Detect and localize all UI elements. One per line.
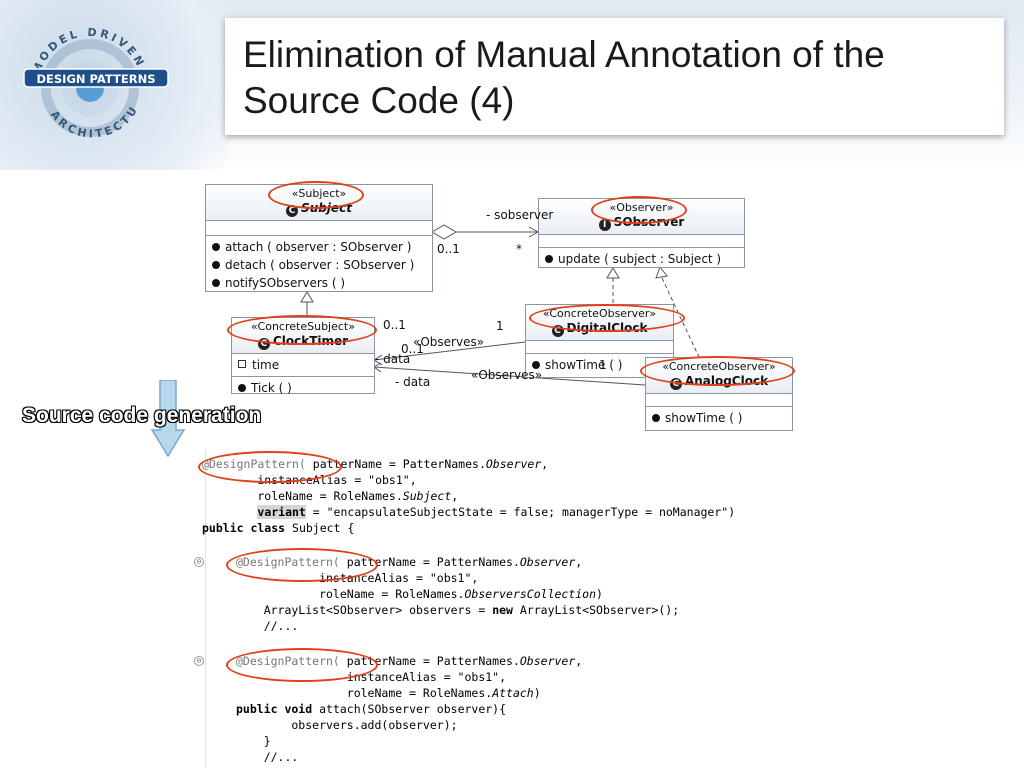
- interface-icon: I: [598, 219, 611, 231]
- annotation-highlight-oval: [226, 548, 378, 582]
- source-code-generation-label: Source code generation: [22, 404, 262, 427]
- digitalclock-op: showTime ( ): [545, 358, 623, 372]
- analogclock-op: showTime ( ): [665, 411, 743, 425]
- public-method-icon: [238, 384, 246, 392]
- stereotype-highlight-oval: [529, 304, 685, 332]
- aggregation-diamond-icon: [431, 224, 457, 240]
- generated-source-code: @DesignPattern( patterName = PatterNames…: [192, 450, 892, 768]
- data-role-label: - data: [395, 375, 431, 389]
- data-role-label: - data: [375, 352, 411, 366]
- sobserver-role-label: - sobserver: [486, 208, 554, 222]
- subject-op: attach ( observer : SObserver ): [225, 240, 412, 254]
- multiplicity-label: *: [516, 242, 522, 256]
- public-method-icon: [532, 361, 540, 369]
- logo-banner-text: DESIGN PATTERNS: [37, 72, 156, 86]
- annotation-highlight-oval: [198, 451, 342, 483]
- observes-label: «Observes»: [413, 335, 485, 349]
- generation-arrow-icon: [150, 380, 186, 458]
- subject-op: notifySObservers ( ): [225, 276, 346, 290]
- stereotype-highlight-oval: [591, 196, 687, 224]
- editor-gutter: [205, 450, 206, 768]
- multiplicity-label: 0..1: [383, 318, 406, 332]
- multiplicity-label: 0..1: [401, 342, 424, 356]
- code-line: public class Subject {: [202, 521, 355, 535]
- stereotype-highlight-oval: [227, 315, 377, 345]
- title-panel: Elimination of Manual Annotation of the …: [225, 18, 1004, 135]
- multiplicity-label: 1: [599, 358, 607, 372]
- code-line: roleName = RoleNames.Attach): [236, 686, 541, 700]
- public-method-icon: [545, 255, 553, 263]
- clocktimer-op: Tick ( ): [251, 381, 292, 395]
- code-line: roleName = RoleNames.ObserversCollection…: [236, 587, 603, 601]
- multiplicity-label: 1: [496, 319, 504, 333]
- private-attribute-icon: [238, 360, 246, 368]
- code-line: ArrayList<SObserver> observers = new Arr…: [236, 603, 680, 617]
- realization-triangle-icon: [606, 267, 620, 279]
- association-digitalclock-clocktimer: [373, 341, 526, 361]
- class-icon: C: [286, 205, 299, 217]
- annotation-highlight-oval: [226, 648, 378, 682]
- code-line: public void attach(SObserver observer){: [236, 702, 507, 716]
- stereotype-highlight-oval: [268, 181, 364, 209]
- public-method-icon: [212, 261, 220, 269]
- code-line: variant = "encapsulateSubjectState = fal…: [257, 505, 736, 519]
- code-line: instanceAlias = "obs1",: [236, 670, 507, 684]
- model-driven-design-patterns-logo: MODEL DRIVEN ARCHITECTURE DESIGN PATTERN…: [10, 8, 169, 141]
- uml-connectors: [300, 224, 700, 386]
- multiplicity-label: 0..1: [437, 242, 460, 256]
- code-line: //...: [236, 750, 299, 764]
- realization-triangle-icon-2: [655, 265, 668, 279]
- stereotype-highlight-oval: [640, 356, 795, 386]
- slide-title: Elimination of Manual Annotation of the …: [243, 34, 885, 121]
- code-line: observers.add(observer);: [236, 718, 458, 732]
- fold-toggle-icon[interactable]: ⊖: [194, 656, 204, 666]
- public-method-icon: [212, 243, 220, 251]
- association-analogclock-clocktimer: [373, 366, 646, 386]
- code-line: }: [236, 734, 271, 748]
- code-line: roleName = RoleNames.Subject,: [202, 489, 459, 503]
- observes-label: «Observes»: [471, 368, 543, 382]
- generalization-triangle-icon: [300, 291, 314, 303]
- subject-op: detach ( observer : SObserver ): [225, 258, 415, 272]
- clocktimer-attr: time: [252, 358, 280, 372]
- public-method-icon: [212, 279, 220, 287]
- observer-op: update ( subject : Subject ): [558, 252, 722, 266]
- public-method-icon: [652, 414, 660, 422]
- code-line: //...: [236, 619, 299, 633]
- fold-toggle-icon[interactable]: ⊖: [194, 557, 204, 567]
